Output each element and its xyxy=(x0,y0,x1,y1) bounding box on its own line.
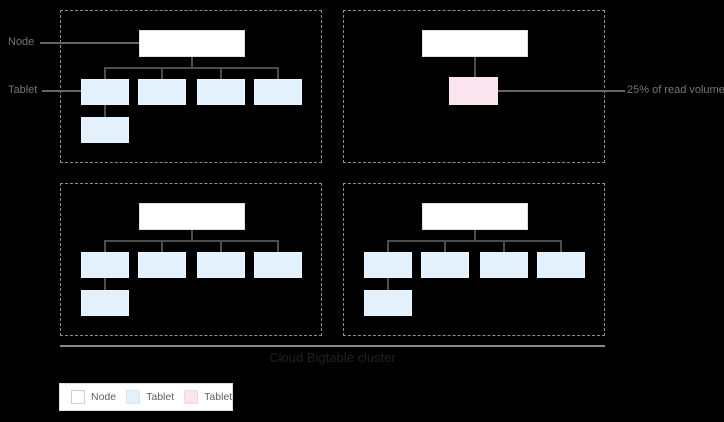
connector-line xyxy=(104,278,106,290)
hot-tablet-swatch xyxy=(184,390,199,404)
connector-line xyxy=(104,240,279,242)
connector-line xyxy=(387,278,389,290)
connector-line xyxy=(161,67,163,79)
node-swatch xyxy=(71,390,85,404)
tablet-callout-label: Tablet xyxy=(8,84,38,96)
zone-top-left xyxy=(60,10,322,163)
connector-line xyxy=(277,67,279,79)
node-callout-label: Node xyxy=(8,36,35,48)
hot-tablet-box xyxy=(449,77,498,105)
tablet-box xyxy=(197,79,245,105)
tablet-box xyxy=(537,252,585,278)
legend-label: Tablet xyxy=(204,391,233,403)
tablet-box xyxy=(197,252,245,278)
zone-top-right xyxy=(343,10,605,163)
connector-line xyxy=(104,240,106,252)
connector-line xyxy=(104,105,106,117)
zone-bottom-left xyxy=(60,183,322,336)
connector-line xyxy=(104,67,106,79)
connector-line xyxy=(191,230,193,240)
cluster-underline xyxy=(60,345,605,347)
connector-line xyxy=(220,67,222,79)
tablet-swatch xyxy=(126,390,141,404)
tablet-box xyxy=(81,252,129,278)
tablet-box xyxy=(138,252,186,278)
connector-line xyxy=(387,240,562,242)
connector-line xyxy=(387,240,389,252)
read-volume-callout-label: 25% of read volume xyxy=(627,84,724,96)
tablet-box xyxy=(480,252,528,278)
node-box xyxy=(139,30,245,57)
legend-item-tablet: Tablet xyxy=(126,390,174,404)
connector-line xyxy=(474,230,476,240)
connector-line xyxy=(503,240,505,252)
node-box xyxy=(139,203,245,230)
legend: Node Tablet Tablet xyxy=(59,383,233,411)
legend-item-hot-tablet: Tablet xyxy=(184,390,232,404)
tablet-box xyxy=(254,79,302,105)
tablet-box xyxy=(81,117,129,143)
connector-line xyxy=(560,240,562,252)
tablet-box xyxy=(421,252,469,278)
tablet-box xyxy=(81,79,129,105)
tablet-box xyxy=(138,79,186,105)
connector-line xyxy=(474,57,476,77)
legend-label: Node xyxy=(91,391,117,403)
node-box xyxy=(422,203,528,230)
connector-line xyxy=(104,67,279,69)
tablet-callout-line xyxy=(42,90,81,92)
cluster-title: Cloud Bigtable cluster xyxy=(269,350,396,365)
tablet-box xyxy=(364,290,412,316)
legend-label: Tablet xyxy=(146,391,175,403)
zone-bottom-right xyxy=(343,183,605,336)
legend-item-node: Node xyxy=(71,390,116,404)
connector-line xyxy=(161,240,163,252)
connector-line xyxy=(277,240,279,252)
tablet-box xyxy=(81,290,129,316)
node-callout-line xyxy=(40,42,139,44)
tablet-box xyxy=(254,252,302,278)
connector-line xyxy=(444,240,446,252)
connector-line xyxy=(220,240,222,252)
tablet-box xyxy=(364,252,412,278)
read-volume-callout-line xyxy=(498,90,625,92)
node-box xyxy=(422,30,528,57)
connector-line xyxy=(191,57,193,67)
